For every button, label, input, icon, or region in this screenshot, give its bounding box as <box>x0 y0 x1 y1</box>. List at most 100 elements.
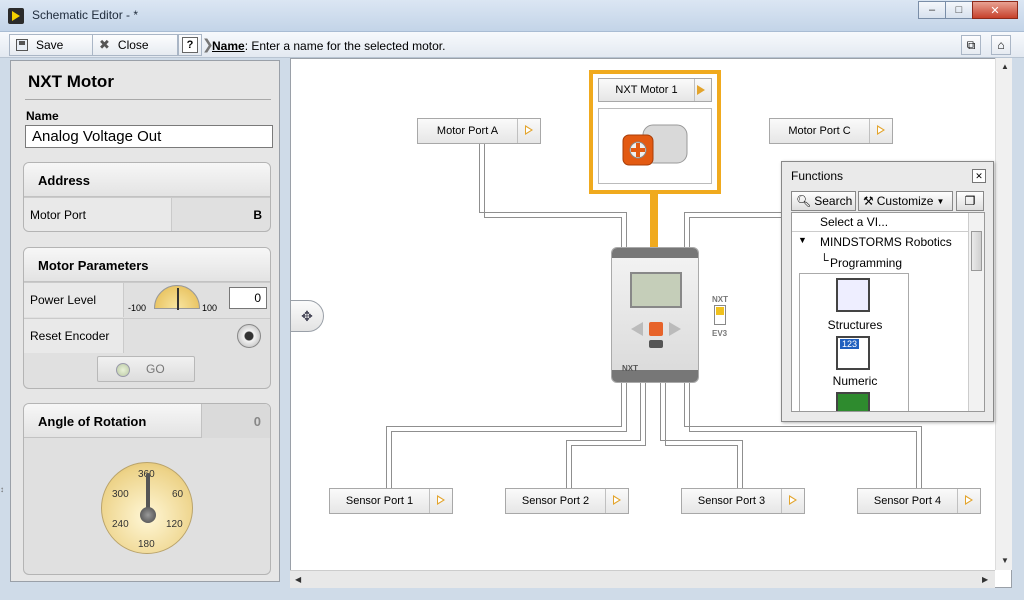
tree-branch-icon: └ <box>820 253 829 267</box>
resize-grip[interactable]: ↕ <box>0 485 4 494</box>
sensor-port-3[interactable]: Sensor Port 3 <box>681 488 805 514</box>
brick-back-button-icon <box>649 340 663 348</box>
motor-wire <box>650 194 658 248</box>
nxt-motor-label: NXT Motor 1 <box>599 79 695 101</box>
wire <box>684 212 784 213</box>
play-arrow-icon[interactable] <box>965 495 973 505</box>
config-panel: NXT Motor Name Address Motor Port B Moto… <box>10 60 280 582</box>
play-arrow-icon[interactable] <box>613 495 621 505</box>
brick-label: NXT <box>622 364 638 373</box>
wire <box>391 431 392 488</box>
motor-icon <box>622 124 688 166</box>
sensor-port-1-label: Sensor Port 1 <box>330 489 430 513</box>
play-arrow-icon[interactable] <box>877 125 885 135</box>
brick-screen <box>630 272 682 308</box>
power-gauge[interactable] <box>154 285 200 310</box>
minimize-icon: – <box>928 4 936 16</box>
sensor-port-4[interactable]: Sensor Port 4 <box>857 488 981 514</box>
nxt-brick[interactable]: NXT <box>611 247 699 383</box>
palette-search-button[interactable]: 🔍︎ Search <box>791 191 856 211</box>
wire <box>386 426 387 488</box>
wrench-icon: ⚒ <box>863 194 874 208</box>
vertical-scrollbar[interactable]: ▲ ▼ <box>995 58 1012 570</box>
nxt-motor-block[interactable]: NXT Motor 1 <box>589 70 721 194</box>
sensor-port-2[interactable]: Sensor Port 2 <box>505 488 629 514</box>
palette-list: Select a VI... ▼ MINDSTORMS Robotics └ P… <box>791 212 985 412</box>
wire <box>566 440 640 441</box>
play-arrow-icon[interactable] <box>525 125 533 135</box>
power-level-row: Power Level -100 100 0 <box>24 282 270 317</box>
motor-port-c[interactable]: Motor Port C <box>769 118 893 144</box>
boolean-icon[interactable] <box>836 392 870 411</box>
subcategory-item[interactable]: Programming <box>830 256 903 270</box>
chevron-right-icon: ❯ <box>202 36 214 52</box>
motor-port-row: Motor Port B <box>24 197 270 231</box>
motor-port-label: Motor Port <box>24 198 172 231</box>
wire <box>571 445 645 446</box>
name-input[interactable] <box>25 125 273 148</box>
palette-scroll-thumb[interactable] <box>971 231 982 271</box>
wire <box>684 426 922 427</box>
home-button[interactable]: ⌂ <box>991 35 1011 55</box>
title-bar: Schematic Editor - * – □ ✕ <box>0 0 1024 32</box>
wire <box>479 143 480 213</box>
motor-port-a[interactable]: Motor Port A <box>417 118 541 144</box>
sensor-port-3-label: Sensor Port 3 <box>682 489 782 513</box>
wire <box>684 212 685 248</box>
palette-close-button[interactable]: ✕ <box>972 169 986 183</box>
scroll-down-icon[interactable]: ▼ <box>1001 556 1009 565</box>
close-window-button[interactable]: ✕ <box>972 1 1018 19</box>
horizontal-scrollbar[interactable]: ◀ ▶ <box>290 570 995 588</box>
power-level-input[interactable]: 0 <box>229 287 267 309</box>
layout-toggle-button[interactable]: ⧉ <box>961 35 981 55</box>
help-button[interactable]: ? <box>178 34 202 56</box>
wire <box>737 445 738 488</box>
wire <box>660 383 661 441</box>
dial-tick: 300 <box>112 489 129 500</box>
search-icon: 🔍︎ <box>796 194 812 208</box>
dial-tick: 240 <box>112 519 129 530</box>
minimize-button[interactable]: – <box>918 1 946 19</box>
play-arrow-icon[interactable] <box>437 495 445 505</box>
wire <box>689 431 916 432</box>
structures-label: Structures <box>827 318 883 332</box>
palette-toggle-button[interactable]: ✥ <box>290 300 324 332</box>
scroll-right-icon[interactable]: ▶ <box>982 575 989 584</box>
angle-dial: 360 300 60 240 120 180 <box>101 462 193 554</box>
panel-title: NXT Motor <box>28 72 114 91</box>
wire <box>916 431 917 488</box>
name-label: Name <box>26 109 59 123</box>
maximize-button[interactable]: □ <box>945 1 973 19</box>
structures-icon[interactable] <box>836 278 870 312</box>
palette-customize-button[interactable]: ⚒ Customize ▼ <box>858 191 953 211</box>
go-button[interactable]: GO <box>97 356 195 382</box>
play-arrow-icon[interactable] <box>697 85 705 95</box>
sensor-port-1[interactable]: Sensor Port 1 <box>329 488 453 514</box>
help-icon: ? <box>182 37 198 53</box>
reset-encoder-label: Reset Encoder <box>24 319 124 353</box>
dial-tick: 120 <box>166 519 183 530</box>
motor-image <box>598 108 712 184</box>
category-item[interactable]: MINDSTORMS Robotics <box>820 235 952 249</box>
window-icon: ❐ <box>964 194 976 208</box>
scroll-up-icon[interactable]: ▲ <box>1001 62 1009 71</box>
save-button[interactable]: Save <box>9 34 93 56</box>
palette-title: Functions <box>791 169 844 183</box>
window-controls: – □ ✕ <box>918 1 1018 19</box>
numeric-label: Numeric <box>832 374 878 388</box>
nxt-switch-label: NXT <box>712 295 728 304</box>
divider <box>792 231 968 232</box>
play-arrow-icon[interactable] <box>789 495 797 505</box>
reset-encoder-button[interactable] <box>237 324 261 348</box>
save-icon <box>16 39 28 51</box>
scroll-left-icon[interactable]: ◀ <box>295 575 302 584</box>
palette-scrollbar[interactable] <box>968 213 984 411</box>
wire <box>626 212 627 248</box>
expand-icon[interactable]: ▼ <box>798 235 807 245</box>
save-label: Save <box>36 38 64 52</box>
close-button[interactable]: ✖ Close <box>92 34 178 56</box>
select-vi-item[interactable]: Select a VI... <box>820 215 889 229</box>
numeric-icon[interactable]: 123 <box>836 336 870 370</box>
palette-view-button[interactable]: ❐ <box>956 191 984 211</box>
nxt-ev3-switch[interactable] <box>714 305 726 325</box>
